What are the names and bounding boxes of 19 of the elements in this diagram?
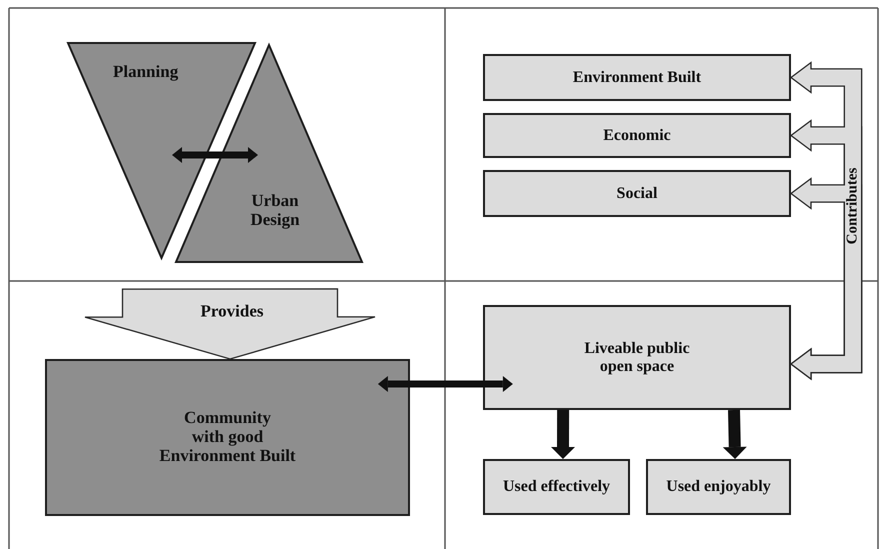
process-box [483,170,791,217]
node-label: Planning [113,63,178,82]
node-label: Economic [603,126,671,144]
process-box [45,359,410,516]
node-label: Liveable public open space [583,340,691,376]
edge-label: Provides [198,302,266,320]
node-label: Used enjoyably [666,478,771,496]
node-label: Environment Built [572,68,702,86]
block-arrow [84,288,376,360]
process-box [483,459,630,515]
process-box [646,459,791,515]
node-label: Community with good Environment Built [159,409,296,466]
node-label: Used effectively [502,478,610,496]
process-box [483,54,791,101]
node-label: Social [616,184,658,202]
node-label: Urban Design [249,192,301,230]
process-box [483,305,791,410]
triangle-shape [176,45,362,262]
process-box [483,113,791,158]
